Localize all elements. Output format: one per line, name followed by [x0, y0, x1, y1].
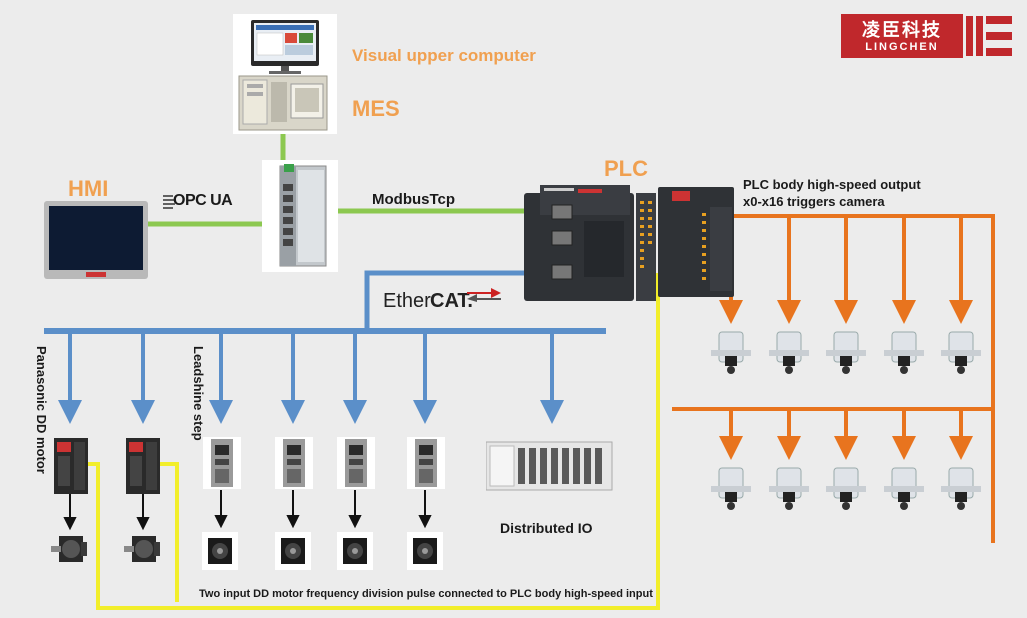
stepper-driver-icon	[337, 437, 375, 489]
panasonic-label: Panasonic DD motor	[34, 346, 49, 474]
motor-icon	[124, 532, 162, 566]
hmi-label: HMI	[68, 176, 109, 201]
bottom-note: Two input DD motor frequency division pu…	[199, 588, 653, 600]
blue-link-ethercat	[364, 270, 560, 331]
plc-label: PLC	[604, 156, 648, 181]
motor-icon	[202, 532, 238, 570]
motor-arrows	[63, 490, 432, 531]
plc-icon	[524, 185, 736, 303]
servo-drive-icon	[54, 438, 88, 494]
blue-drops	[58, 333, 564, 424]
camera-icon	[769, 330, 809, 374]
switch-icon	[279, 164, 327, 267]
camera-icon	[826, 466, 866, 510]
ethercat-prefix: Ether	[383, 290, 431, 312]
logo-english-text: LINGCHEN	[865, 41, 939, 53]
camera-icon	[884, 330, 924, 374]
distributed-io-label: Distributed IO	[500, 520, 593, 536]
computer-icon	[251, 20, 319, 74]
visual-upper-label: Visual upper computer	[352, 46, 536, 65]
industrial-pc-icon	[238, 75, 328, 131]
stepper-driver-icon	[203, 437, 241, 489]
opc-ua-label: OPC UA	[173, 192, 233, 209]
plc-output-line2: x0-x16 triggers camera	[743, 194, 885, 209]
servo-drive-icon	[126, 438, 160, 494]
orange-trigger-lines	[672, 214, 995, 543]
upper-computer-panel	[233, 14, 337, 134]
yellow-pulse-a	[88, 273, 660, 610]
mes-label: MES	[352, 96, 400, 121]
logo-chinese-text: 凌臣科技	[862, 20, 942, 41]
motor-icon	[275, 532, 311, 570]
motor-icon	[407, 532, 443, 570]
switch-panel	[262, 160, 338, 272]
ethercat-suffix: CAT.	[430, 290, 473, 312]
io-module-icon	[485, 436, 616, 496]
plc-output-line1: PLC body high-speed output	[743, 177, 921, 192]
camera-icon	[769, 466, 809, 510]
yellow-pulse-b	[158, 462, 179, 602]
stepper-driver-icon	[275, 437, 313, 489]
motor-icon	[337, 532, 373, 570]
camera-icon	[711, 466, 751, 510]
lingchen-logo: 凌臣科技 LINGCHEN	[841, 14, 1013, 58]
ethercat-logo: Ether CAT.	[383, 288, 503, 316]
stepper-driver-icon	[407, 437, 445, 489]
camera-icon	[941, 330, 981, 374]
opc-ua-logo: OPC UA	[163, 192, 237, 212]
motor-icon	[51, 532, 89, 566]
camera-icon	[941, 466, 981, 510]
camera-icon	[711, 330, 751, 374]
camera-icon	[884, 466, 924, 510]
camera-icon	[826, 330, 866, 374]
hmi-screen-icon	[44, 201, 148, 279]
leadshine-label: Leadshine step	[191, 346, 206, 441]
modbus-label: ModbusTcp	[372, 191, 456, 208]
